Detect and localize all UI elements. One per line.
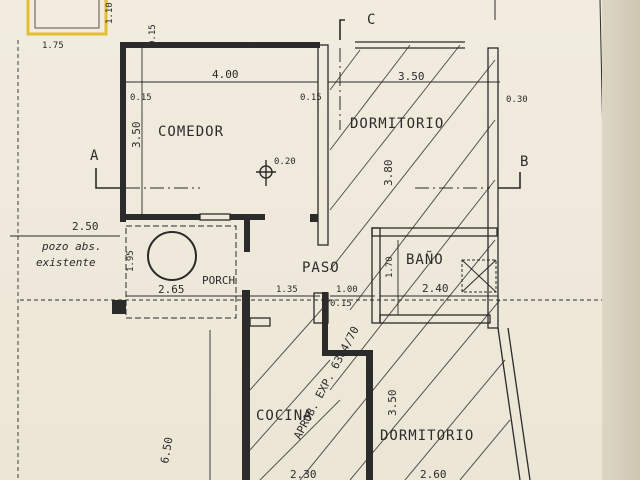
room-comedor: COMEDOR <box>158 124 224 140</box>
dim-195: 1.95 <box>126 250 136 272</box>
dim-100: 1.00 <box>336 285 358 295</box>
dim-015-b: 0.15 <box>300 93 322 103</box>
room-dormitorio-bottom: DORMITORIO <box>380 428 474 444</box>
dim-350-left: 3.50 <box>130 122 143 149</box>
dim-380: 3.80 <box>382 160 395 187</box>
section-label-a: A <box>90 148 99 164</box>
dim-250: 2.50 <box>72 220 99 233</box>
porch-slab <box>125 225 237 319</box>
note-pozo-1: pozo abs. <box>41 240 102 253</box>
walls <box>112 42 373 480</box>
dim-350-bottom: 3.50 <box>386 390 399 417</box>
dim-350-top: 3.50 <box>398 70 425 83</box>
room-paso: PASO <box>302 260 340 276</box>
dim-400: 4.00 <box>212 68 239 81</box>
section-markers <box>95 19 521 189</box>
dim-015-a: 0.15 <box>130 93 152 103</box>
dim-030: 0.30 <box>506 95 528 105</box>
dim-110: 1.10 <box>105 2 115 24</box>
dim-265: 2.65 <box>158 283 185 296</box>
shower-cross-2 <box>461 259 497 293</box>
sheet-edge <box>602 0 640 480</box>
level-marker <box>256 160 276 186</box>
note-pozo-2: existente <box>36 256 96 269</box>
dim-650: 6.50 <box>158 436 175 464</box>
section-label-b: B <box>520 154 529 170</box>
dimension-lines <box>10 40 612 480</box>
room-porch: PORCH <box>202 274 235 287</box>
room-dormitorio-top: DORMITORIO <box>350 116 444 132</box>
dim-015-d: 0.15 <box>148 24 158 46</box>
dim-135: 1.35 <box>276 285 298 295</box>
room-cocina: COCINA <box>256 408 313 424</box>
section-label-c: C <box>367 12 376 28</box>
dim-260: 2.60 <box>420 468 447 480</box>
dim-175: 1.75 <box>42 41 64 51</box>
dim-170: 1.70 <box>385 256 395 278</box>
dim-015-c: 0.15 <box>330 299 352 309</box>
section-lines <box>126 48 490 189</box>
dim-240: 2.40 <box>422 282 449 295</box>
room-bano: BAÑO <box>406 251 444 268</box>
dim-230: 2.30 <box>290 468 317 480</box>
existing-structure-outline <box>34 0 100 29</box>
dim-020: 0.20 <box>274 157 296 167</box>
pozo-circle <box>147 231 197 281</box>
shower-box <box>461 259 497 293</box>
existing-structure-highlight <box>26 0 108 36</box>
